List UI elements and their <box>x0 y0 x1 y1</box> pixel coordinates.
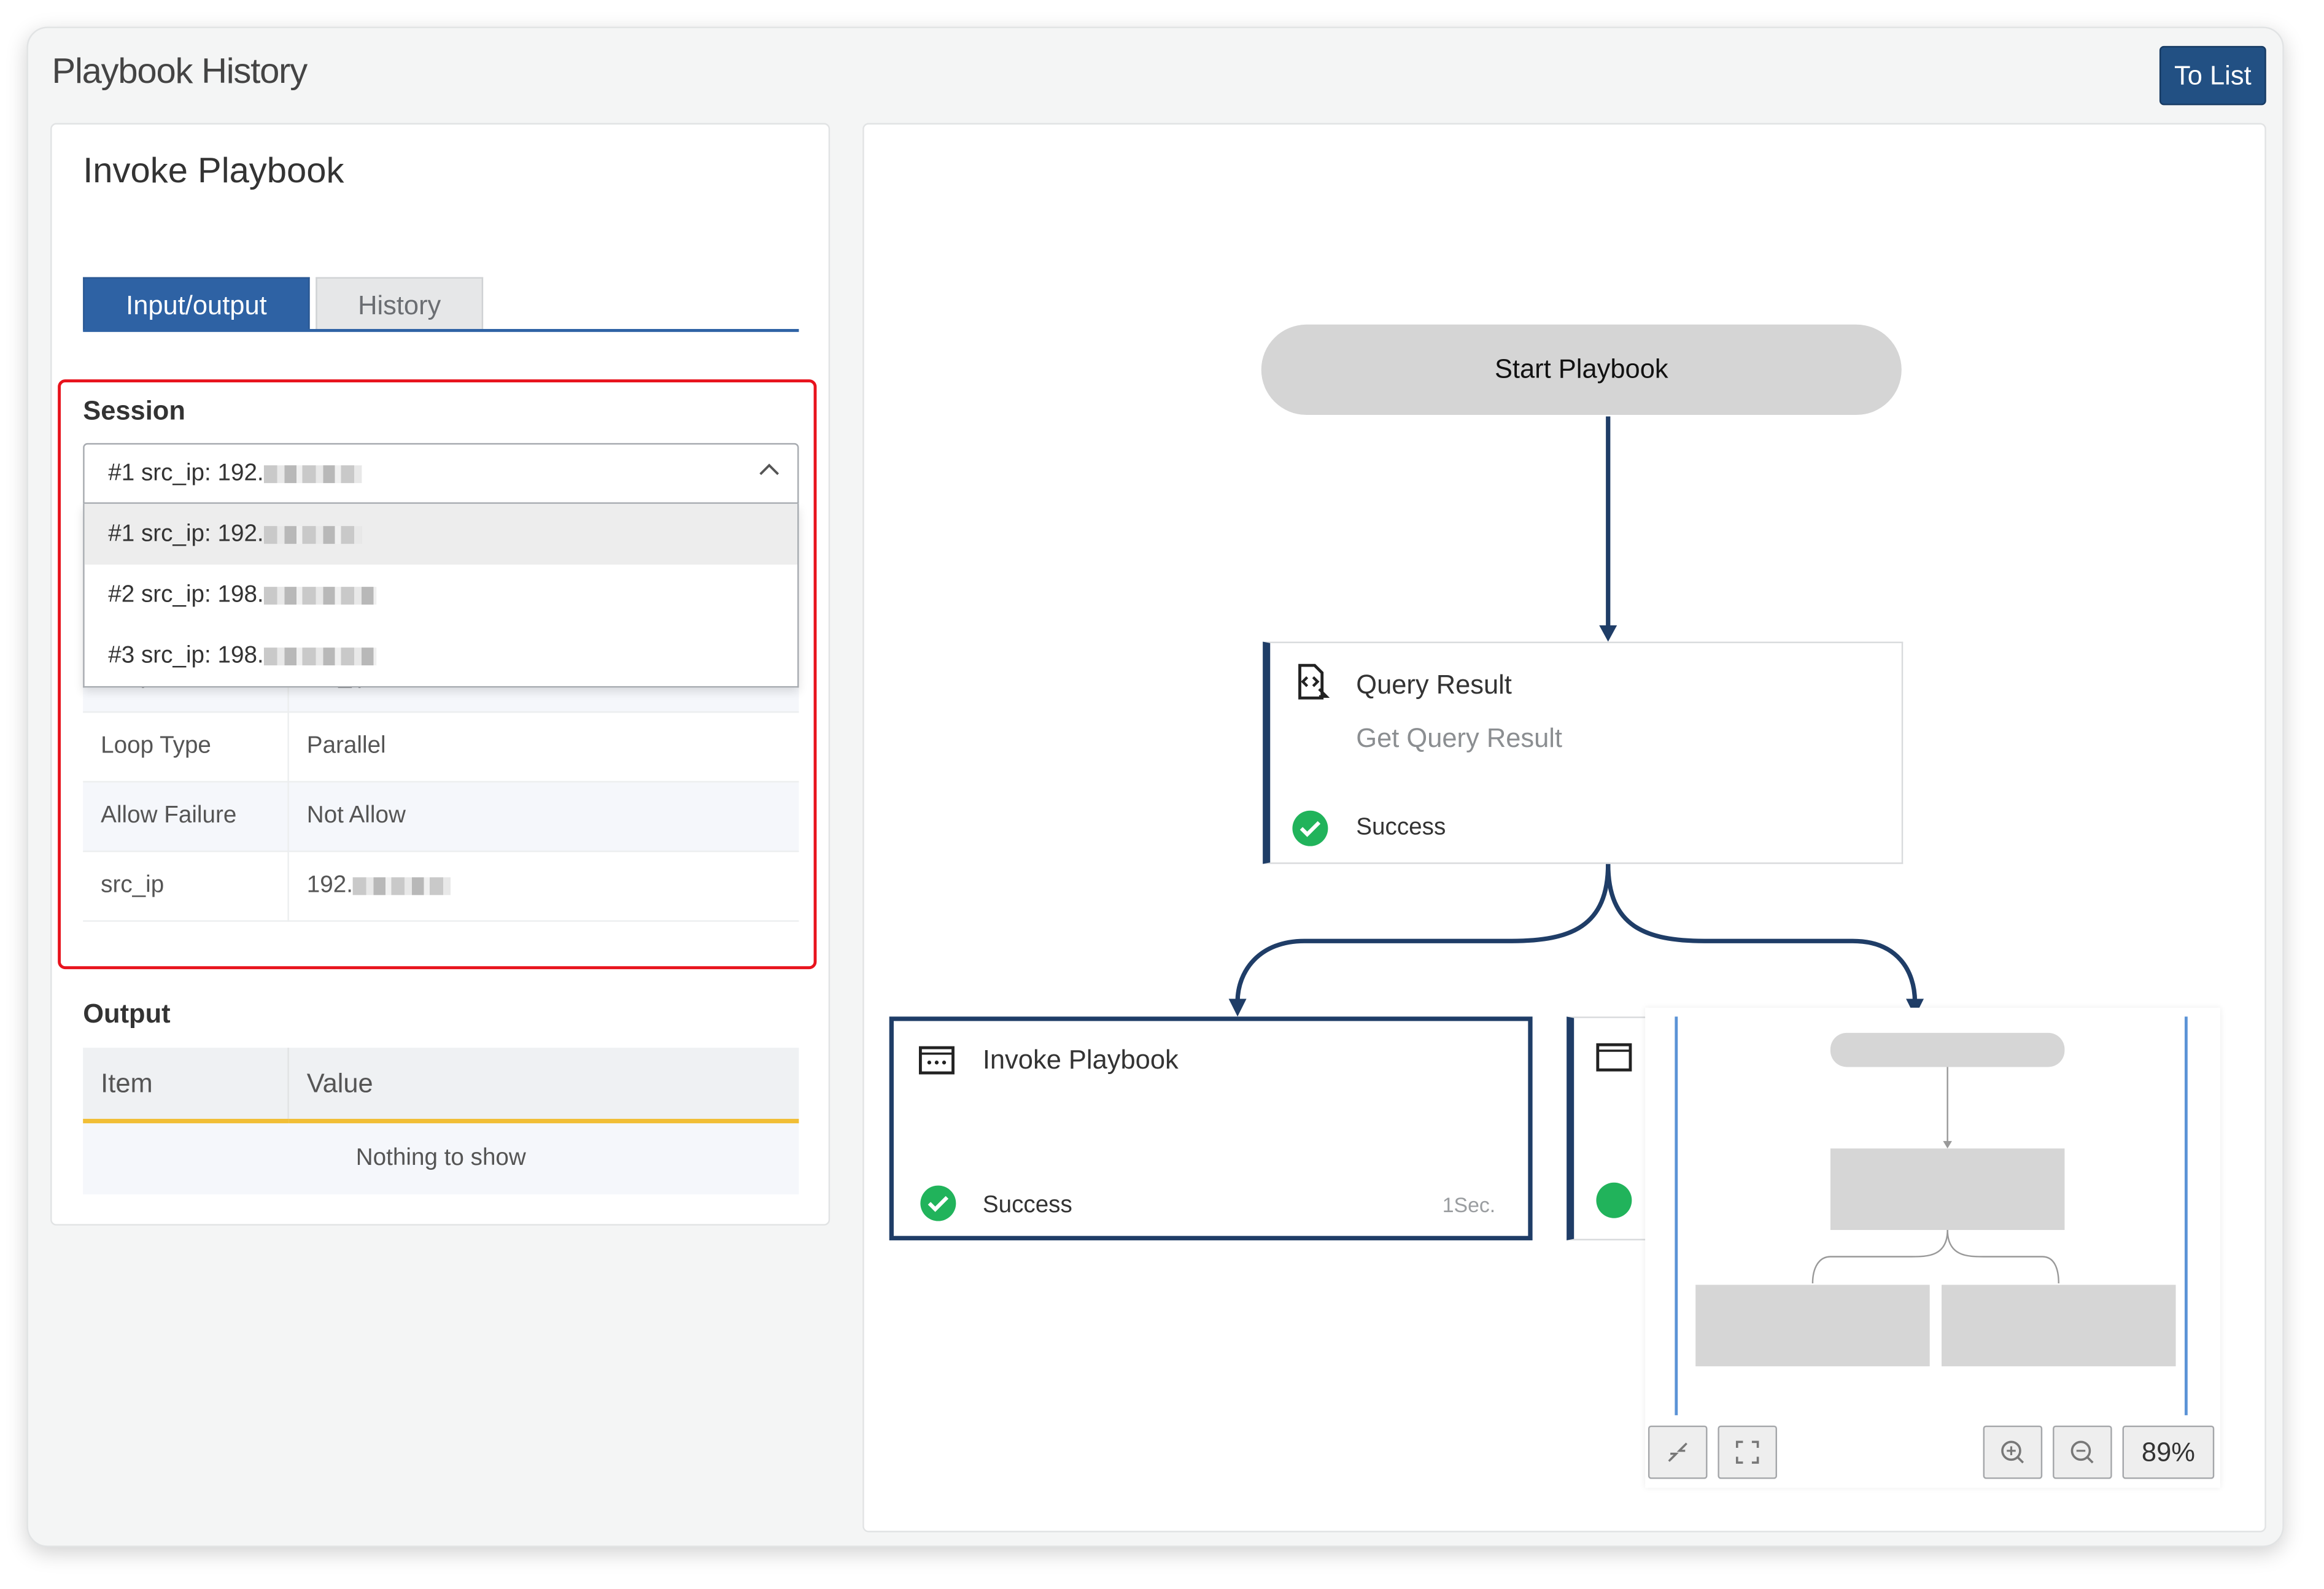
zoom-in-button[interactable] <box>1983 1425 2043 1479</box>
collapse-icon <box>1668 1442 1687 1462</box>
option-label: #2 src_ip: 198. <box>108 582 264 608</box>
node-title: Query Result <box>1356 670 1512 700</box>
src-ip-value: 192. <box>306 873 353 899</box>
to-list-button[interactable]: To List <box>2159 45 2266 106</box>
node-title: Invoke Playbook <box>982 1045 1179 1075</box>
node-status: Success <box>1356 814 1446 841</box>
minimap-preview <box>1675 1016 2188 1415</box>
session-option-2[interactable]: #2 src_ip: 198. <box>85 565 797 625</box>
terminal-window-icon <box>1596 1043 1632 1072</box>
check-circle-icon <box>1292 810 1328 846</box>
zoom-out-button[interactable] <box>2053 1425 2112 1479</box>
redacted-mask <box>263 525 362 544</box>
check-circle-icon <box>920 1185 956 1221</box>
tab-history[interactable]: History <box>316 277 484 331</box>
table-row: src_ip 192. <box>83 851 799 922</box>
node-subtitle: Get Query Result <box>1356 723 1563 753</box>
redacted-mask <box>352 876 451 895</box>
query-result-node[interactable]: Query Result Get Query Result Success <box>1263 641 1904 864</box>
tab-input-output[interactable]: Input/output <box>83 277 310 331</box>
document-code-icon <box>1298 663 1330 700</box>
row-key-allow-failure: Allow Failure <box>83 781 289 852</box>
empty-message: Nothing to show <box>83 1121 799 1195</box>
row-value-loop-type: Parallel <box>288 712 799 783</box>
node-status: Success <box>982 1193 1072 1218</box>
session-dropdown: #1 src_ip: 192. #2 src_ip: 198. #3 src_i… <box>83 503 799 688</box>
invoke-playbook-node[interactable]: Invoke Playbook Success 1Sec. <box>889 1016 1533 1240</box>
tab-underline <box>83 329 799 332</box>
session-option-3[interactable]: #3 src_ip: 198. <box>85 625 797 686</box>
output-table: Item Value Nothing to show <box>83 1048 799 1195</box>
session-highlight-box <box>58 379 817 970</box>
column-header-value: Value <box>288 1048 799 1124</box>
detail-panel: Invoke Playbook Input/output History Ses… <box>50 123 831 1226</box>
row-value-src-ip: 192. <box>288 851 799 922</box>
row-key-loop-type: Loop Type <box>83 712 289 783</box>
session-label: Session <box>83 395 185 425</box>
option-label: #3 src_ip: 198. <box>108 643 264 668</box>
zoom-out-icon <box>2070 1440 2094 1464</box>
redacted-mask <box>263 465 362 483</box>
node-duration: 1Sec. <box>1442 1193 1496 1217</box>
terminal-window-icon <box>918 1046 955 1075</box>
row-value-allow-failure: Not Allow <box>288 781 799 852</box>
collapse-button[interactable] <box>1648 1425 1708 1479</box>
session-select[interactable]: #1 src_ip: 192. <box>83 443 799 504</box>
redacted-mask <box>263 647 377 665</box>
zoom-level: 89% <box>2122 1425 2215 1479</box>
zoom-in-icon <box>2001 1440 2024 1464</box>
session-option-1[interactable]: #1 src_ip: 192. <box>84 503 798 565</box>
output-header-row: Item Value <box>83 1048 799 1124</box>
fullscreen-icon <box>1735 1440 1759 1464</box>
table-row: Allow Failure Not Allow <box>83 781 799 852</box>
table-row: Loop Type Parallel <box>83 712 799 783</box>
redacted-mask <box>263 586 377 605</box>
start-playbook-node[interactable]: Start Playbook <box>1261 324 1902 416</box>
table-row: Nothing to show <box>83 1121 799 1195</box>
minimap[interactable] <box>1645 1007 2220 1488</box>
chevron-up-icon[interactable] <box>756 457 782 483</box>
column-header-item: Item <box>83 1048 289 1124</box>
panel-title: Invoke Playbook <box>83 151 344 191</box>
playbook-history-window: Playbook History To List Invoke Playbook… <box>26 26 2284 1547</box>
row-key-src-ip: src_ip <box>83 851 289 922</box>
option-label: #1 src_ip: 192. <box>108 521 264 547</box>
output-label: Output <box>83 999 171 1029</box>
session-selected-value: #1 src_ip: 192. <box>108 460 264 486</box>
check-circle-icon <box>1596 1182 1632 1218</box>
fullscreen-button[interactable] <box>1718 1425 1777 1479</box>
page-title: Playbook History <box>52 52 308 92</box>
